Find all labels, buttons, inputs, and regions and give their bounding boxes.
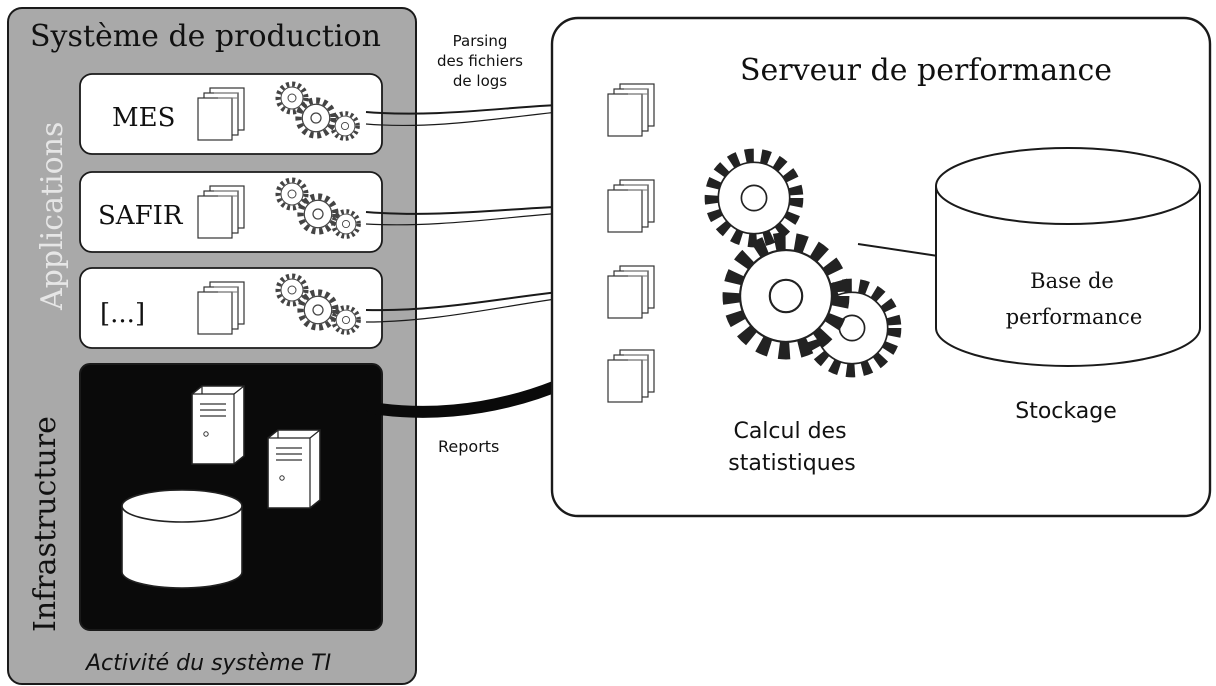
documents-icon — [607, 349, 655, 403]
applications-label: Applications — [35, 122, 70, 311]
documents-icon — [197, 185, 245, 239]
database-icon — [121, 489, 243, 589]
documents-icon — [197, 87, 245, 141]
infrastructure-label: Infrastructure — [28, 416, 63, 632]
documents-icon — [607, 179, 655, 233]
production-system-footer: Activité du système TI — [84, 651, 331, 676]
app-label-other: [...] — [100, 299, 145, 329]
performance-server-title: Serveur de performance — [740, 53, 1112, 88]
svg-text:des fichiers: des fichiers — [437, 52, 523, 70]
documents-icon — [607, 265, 655, 319]
reports-label: Reports — [438, 437, 499, 456]
parsing-label: Parsing des fichiers de logs — [437, 32, 523, 90]
database-label-line1: Base de — [1030, 269, 1114, 293]
app-label-safir: SAFIR — [98, 201, 184, 231]
performance-database: Base de performance — [935, 147, 1201, 367]
documents-icon — [197, 281, 245, 335]
database-label-line2: performance — [1006, 305, 1143, 329]
documents-icon — [607, 83, 655, 137]
app-box-safir: SAFIR — [79, 171, 383, 253]
production-system-panel: Système de production Applications Infra… — [7, 7, 417, 685]
svg-text:Parsing: Parsing — [453, 32, 508, 50]
statistics-label-line2: statistiques — [728, 451, 855, 476]
app-box-mes: MES — [79, 73, 383, 155]
statistics-label-line1: Calcul des — [733, 419, 846, 444]
storage-label: Stockage — [1015, 399, 1116, 424]
server-icon — [191, 385, 245, 465]
production-system-title: Système de production — [30, 19, 381, 54]
infrastructure-box — [79, 363, 383, 631]
app-label-mes: MES — [112, 103, 175, 133]
server-icon — [267, 429, 321, 509]
performance-server-panel: Serveur de performance Base de performan… — [550, 16, 1212, 518]
app-box-other: [...] — [79, 267, 383, 349]
svg-text:de logs: de logs — [453, 72, 507, 90]
